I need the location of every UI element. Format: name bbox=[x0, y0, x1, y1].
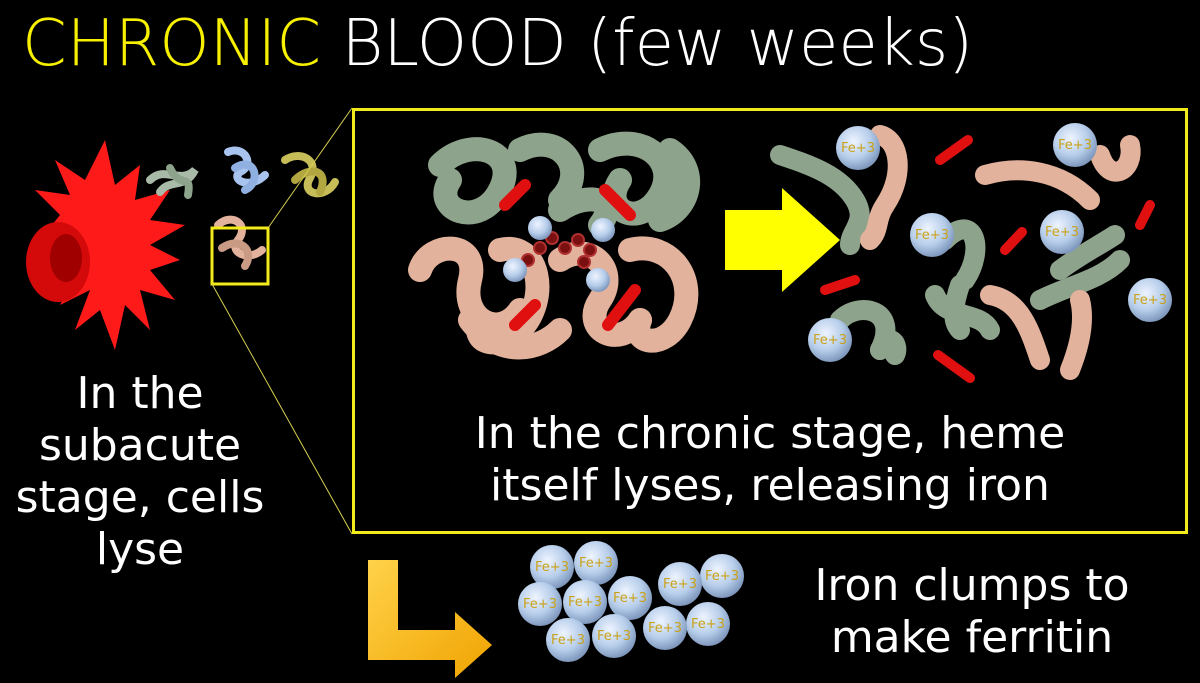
heme-chain-links bbox=[521, 231, 597, 269]
caption-line: subacute bbox=[38, 420, 242, 471]
svg-text:Fe+3: Fe+3 bbox=[663, 577, 697, 592]
svg-text:Fe+3: Fe+3 bbox=[568, 595, 602, 610]
svg-text:Fe+3: Fe+3 bbox=[648, 621, 682, 636]
iron-ion-icon: Fe+3 bbox=[592, 614, 636, 658]
iron-ion-icon: Fe+3 bbox=[608, 576, 652, 620]
iron-ion-icon bbox=[503, 216, 615, 292]
lysed-cell-icon bbox=[26, 140, 185, 350]
svg-text:Fe+3: Fe+3 bbox=[597, 629, 631, 644]
caption-line: stage, cells bbox=[15, 472, 265, 523]
svg-text:Fe+3: Fe+3 bbox=[613, 591, 647, 606]
svg-text:Fe+3: Fe+3 bbox=[1058, 138, 1092, 153]
elbow-arrow-icon bbox=[368, 560, 492, 678]
svg-text:Fe+3: Fe+3 bbox=[535, 560, 569, 575]
iron-ion-icon: Fe+3 bbox=[530, 545, 574, 589]
iron-ion-icon: Fe+3 bbox=[643, 606, 687, 650]
iron-ion-icon: Fe+3 bbox=[1040, 210, 1084, 254]
svg-text:Fe+3: Fe+3 bbox=[813, 333, 847, 348]
iron-ion-icon: Fe+3 bbox=[808, 318, 852, 362]
iron-ion-icon: Fe+3 bbox=[658, 562, 702, 606]
iron-ion-icon: Fe+3 bbox=[836, 126, 880, 170]
iron-ion-icon: Fe+3 bbox=[686, 602, 730, 646]
globin-fragments bbox=[770, 125, 1141, 380]
heme-group-icon bbox=[499, 179, 641, 331]
iron-ion-icon: Fe+3 bbox=[1128, 278, 1172, 322]
chronic-caption: In the chronic stage, heme itself lyses,… bbox=[352, 408, 1188, 512]
zoom-detail-box bbox=[352, 108, 1188, 534]
caption-line: In the bbox=[76, 368, 204, 419]
iron-ion-icon: Fe+3 bbox=[546, 618, 590, 662]
svg-text:Fe+3: Fe+3 bbox=[915, 228, 949, 243]
ferritin-caption: Iron clumps to make ferritin bbox=[752, 560, 1192, 664]
ferritin-cluster: Fe+3 Fe+3 Fe+3 Fe+3 Fe+3 Fe+3 Fe+3 Fe+3 … bbox=[518, 541, 744, 662]
free-iron-ions: Fe+3 Fe+3 Fe+3 Fe+3 Fe+3 Fe+3 bbox=[808, 123, 1172, 362]
globin-chain-icon bbox=[146, 146, 339, 270]
svg-text:Fe+3: Fe+3 bbox=[841, 141, 875, 156]
title-highlight: CHRONIC bbox=[22, 7, 322, 81]
iron-ion-icon: Fe+3 bbox=[910, 213, 954, 257]
zoom-line-bottom bbox=[211, 283, 353, 535]
caption-line: make ferritin bbox=[830, 612, 1114, 663]
svg-text:Fe+3: Fe+3 bbox=[579, 556, 613, 571]
iron-ion-icon: Fe+3 bbox=[700, 554, 744, 598]
svg-text:Fe+3: Fe+3 bbox=[523, 597, 557, 612]
zoom-line-top bbox=[267, 107, 353, 229]
svg-text:Fe+3: Fe+3 bbox=[1045, 225, 1079, 240]
iron-ion-icon: Fe+3 bbox=[563, 580, 607, 624]
svg-text:Fe+3: Fe+3 bbox=[1133, 293, 1167, 308]
iron-ion-icon: Fe+3 bbox=[1053, 123, 1097, 167]
caption-line: itself lyses, releasing iron bbox=[490, 460, 1050, 511]
iron-ion-icon: Fe+3 bbox=[574, 541, 618, 585]
caption-line: lyse bbox=[95, 524, 185, 575]
free-heme-fragments bbox=[820, 135, 1155, 383]
svg-text:Fe+3: Fe+3 bbox=[705, 569, 739, 584]
zoom-selection bbox=[210, 226, 270, 286]
right-arrow-icon bbox=[725, 188, 840, 292]
title-rest: BLOOD (few weeks) bbox=[321, 7, 974, 81]
slide-title: CHRONIC BLOOD (few weeks) bbox=[22, 4, 973, 84]
caption-line: In the chronic stage, heme bbox=[474, 408, 1066, 459]
svg-text:Fe+3: Fe+3 bbox=[551, 633, 585, 648]
iron-ion-icon: Fe+3 bbox=[518, 582, 562, 626]
subacute-caption: In the subacute stage, cells lyse bbox=[0, 368, 280, 576]
caption-line: Iron clumps to bbox=[814, 560, 1130, 611]
svg-text:Fe+3: Fe+3 bbox=[691, 617, 725, 632]
